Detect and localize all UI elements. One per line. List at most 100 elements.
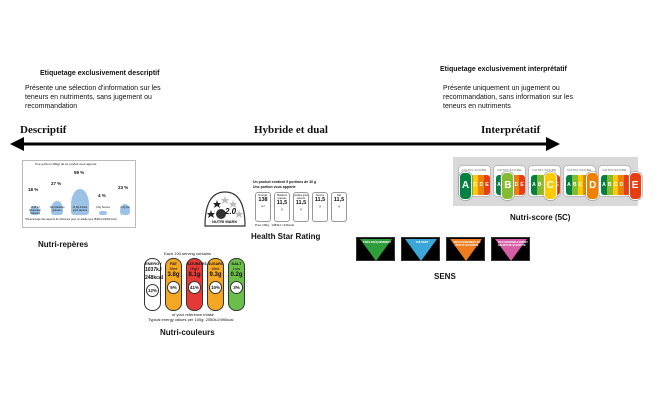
nr-pct: 27 % xyxy=(51,181,62,186)
axis-left-label: Descriptif xyxy=(20,124,67,136)
hs-col-name: Energie xyxy=(258,194,268,197)
nr-pct: 59 % xyxy=(74,170,85,175)
nutri-score-title: NUTRI-SCORE xyxy=(602,168,627,172)
hs-rating: 2.0 xyxy=(225,207,237,216)
nutri-score-card: NUTRI-SCOREACDEB xyxy=(493,165,526,200)
nutri-score-letter: B xyxy=(536,175,543,195)
nutri-couleurs-caption: Nutri-couleurs xyxy=(160,328,215,337)
nutri-score-letter: E xyxy=(554,175,560,195)
nr-item: 59 % 11,8g Acides gras saturés xyxy=(69,167,91,215)
nutri-score-title: NUTRI-SCORE xyxy=(497,168,522,172)
nr-drop xyxy=(71,189,89,215)
nutri-score-letter: D xyxy=(478,175,485,195)
nc-cell: FAT Med 3.8g 5% xyxy=(165,258,182,311)
nutri-score-letter: A xyxy=(601,175,607,195)
nr-label: 3,6g Sucres xyxy=(96,206,110,209)
nutri-score-card: NUTRI-SCOREABDEC xyxy=(528,165,561,200)
nutri-score-letter: A xyxy=(566,175,572,195)
sens-logo: RÉGULIÈREMENT EN PETITE QUANTITÉ xyxy=(446,237,485,261)
double-arrow xyxy=(10,137,560,151)
hs-col-unit: g xyxy=(319,204,321,208)
nc-energy-label: ENERGY xyxy=(145,261,162,266)
nutri-score-title: NUTRI-SCORE xyxy=(567,168,592,172)
nc-cell: SATURATES High 8.1g 41% xyxy=(186,258,207,311)
hs-mark: NUTRI MARK xyxy=(212,219,238,224)
sens-triangle xyxy=(360,239,392,261)
sens-logo-text: TRÈS FRÉQUEMMENT xyxy=(363,241,391,244)
sens-logo-text: SOUVENT xyxy=(415,241,429,244)
nutri-score-title: NUTRI-SCORE xyxy=(462,168,487,172)
nr-pct: 18 % xyxy=(28,187,39,192)
nutri-couleurs-label: Each 100 serving contains ENERGY 1037kJ … xyxy=(144,251,248,322)
hs-col-unit: g xyxy=(338,204,340,208)
nr-label: 1,4g Sel xyxy=(120,206,130,209)
hs-badge-svg xyxy=(204,191,246,227)
nutri-reperes-footnote: *Pourcentage des apports de référence po… xyxy=(25,218,117,221)
nc-energy-kj: 1037kJ xyxy=(145,267,162,273)
hs-col-unit: g xyxy=(300,207,302,211)
descriptive-description: Présente une sélection d'information sur… xyxy=(25,85,161,110)
nc-energy-kcal: 248kcal xyxy=(145,275,164,281)
nutri-score-letter: A xyxy=(531,175,537,195)
nr-drop xyxy=(30,206,40,215)
nutri-score-selected-grade: B xyxy=(501,172,515,200)
nc-cells: ENERGY 1037kJ 248kcal 12% FAT Med 3.8g 5… xyxy=(144,258,248,311)
hs-col-value: 138 xyxy=(258,197,268,203)
nc-level: Med xyxy=(211,266,220,271)
nutri-score-selected-grade: C xyxy=(543,172,557,200)
nutri-score-letter: B xyxy=(571,175,578,195)
hs-col-name: Sucres xyxy=(315,194,325,197)
sens-triangle xyxy=(495,239,527,261)
nc-name: SATURATES xyxy=(187,262,207,266)
nutri-score-card: NUTRI-SCOREABCED xyxy=(563,165,600,200)
nc-level: Low xyxy=(232,266,241,271)
nc-header: Each 100 serving contains xyxy=(164,251,211,256)
nc-name: SUGARS xyxy=(208,262,223,266)
nutri-score-letter: C xyxy=(612,175,619,195)
nutri-score-letter: D xyxy=(618,175,625,195)
hs-column: Sel 11,5 g xyxy=(331,192,347,222)
interpretive-heading: Etiquetage exclusivement interprétatif xyxy=(440,66,567,73)
nr-pct: 4 % xyxy=(98,193,106,198)
sens-logo: OCCASIONNELLEMENT EN PETITE QUANTITÉ xyxy=(491,237,530,261)
nutri-score-letter: A xyxy=(496,175,502,195)
nr-drop xyxy=(120,204,130,215)
nutri-score-selected-grade: E xyxy=(628,172,642,200)
sens-triangle xyxy=(450,239,482,261)
nc-pct: 5% xyxy=(167,281,180,294)
hs-col-value: 11,5 xyxy=(295,200,307,206)
hs-col-name: Acides gras saturés xyxy=(294,194,308,200)
hs-columns: Energie 138 kJ Matières grasses 11,5 g A… xyxy=(255,192,351,222)
nr-pct: 23 % xyxy=(118,185,129,190)
descriptive-heading: Etiquetage exclusivement descriptif xyxy=(40,70,160,77)
sens-triangle xyxy=(405,239,437,261)
hs-header1: Un produit contient 5 portions de 30 g xyxy=(253,180,317,184)
hs-stars xyxy=(207,196,243,218)
hs-col-name: Matières grasses xyxy=(277,194,287,200)
nr-item: 23 % 1,4g Sel xyxy=(115,167,135,215)
nutri-reperes-header: Une portion (100g) de ce produit vous ap… xyxy=(35,162,97,166)
nc-value: 0.2g xyxy=(230,272,243,278)
hs-column: Acides gras saturés 11,5 g xyxy=(293,192,309,222)
hs-star-badge: 2.0 NUTRI MARK xyxy=(203,188,247,228)
hs-column: Energie 138 kJ xyxy=(255,192,271,222)
nutri-score-letter: E xyxy=(519,175,525,195)
hs-col-unit: kJ xyxy=(261,204,265,208)
nc-level: High xyxy=(190,266,199,271)
health-star-caption: Health Star Rating xyxy=(251,232,321,241)
hs-footer: Pour 100g : 1383kJ / 331kcal xyxy=(255,223,294,227)
hs-col-value: 11,5 xyxy=(276,200,288,206)
nc-pct: 3% xyxy=(230,281,243,294)
nc-pct: 41% xyxy=(188,281,201,294)
hs-col-value: 11,5 xyxy=(333,197,345,203)
axis-right-label: Interprétatif xyxy=(481,124,541,136)
nr-label: 10g Matières grasses xyxy=(49,206,65,212)
nutri-score-letter: E xyxy=(484,175,490,195)
sens-logo-text: RÉGULIÈREMENT EN PETITE QUANTITÉ xyxy=(453,241,481,247)
hs-col-unit: g xyxy=(281,207,283,211)
nc-name: SALT xyxy=(231,261,242,266)
hs-header2: Une portion vous apporte xyxy=(253,185,296,189)
nc-name: FAT xyxy=(169,261,178,266)
